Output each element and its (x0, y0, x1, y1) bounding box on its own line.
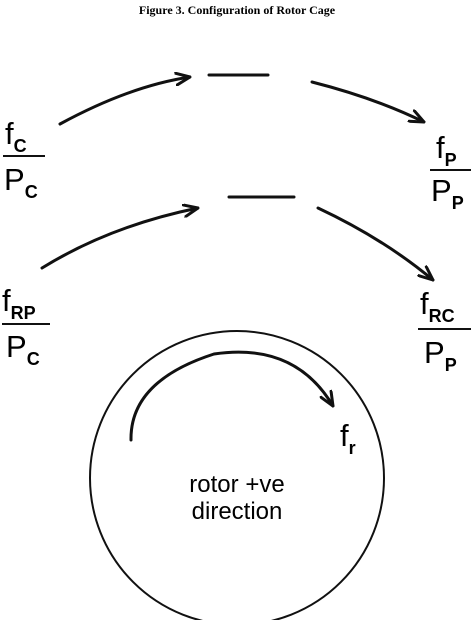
ratio-right-top-numerator-main: f (436, 130, 445, 165)
ratio-left-bottom: fRP PC (2, 283, 50, 369)
ratio-right-top-denominator-main: P (431, 173, 452, 208)
ratio-left-top: fC PC (3, 116, 45, 202)
ratio-left-bottom-numerator-main: f (2, 283, 11, 318)
figure-caption: Figure 3. Configuration of Rotor Cage (139, 3, 336, 17)
ratio-left-top-denominator-main: P (4, 162, 25, 197)
ratio-left-bottom-denominator-sub: C (27, 349, 40, 369)
ratio-right-bottom-denominator: PP (424, 335, 457, 375)
ratio-right-top-denominator: PP (431, 173, 464, 213)
upper-transfer-arrow-left (58, 77, 192, 126)
lower-transfer-arrow-left (40, 208, 200, 270)
ratio-left-top-numerator-sub: C (14, 136, 27, 156)
upper-transfer-path (58, 75, 426, 126)
ratio-right-bottom: fRC PP (418, 286, 471, 375)
ratio-left-bottom-numerator-sub: RP (11, 303, 36, 323)
ratio-right-bottom-numerator: fRC (420, 286, 455, 326)
ratio-right-bottom-denominator-main: P (424, 335, 445, 370)
ratio-right-bottom-numerator-sub: RC (429, 306, 455, 326)
ratio-right-bottom-numerator-main: f (420, 286, 429, 321)
upper-transfer-arrow-right (310, 80, 426, 124)
ratio-left-bottom-denominator: PC (6, 329, 40, 369)
lower-transfer-arrow-right (316, 206, 435, 282)
rotor-direction-arrow (129, 350, 335, 442)
ratio-right-top-numerator: fP (436, 130, 457, 170)
lower-transfer-path (40, 195, 435, 282)
rotor-circle (89, 330, 385, 620)
ratio-right-top-numerator-sub: P (445, 150, 457, 170)
rotor-text-line-1: rotor +ve (189, 471, 284, 498)
ratio-left-bottom-denominator-main: P (6, 329, 27, 364)
ratio-right-top-denominator-sub: P (452, 193, 464, 213)
ratio-left-top-denominator: PC (4, 162, 38, 202)
rotor-frequency-sub: r (349, 438, 356, 458)
ratio-left-top-numerator-main: f (5, 116, 14, 151)
ratio-left-top-numerator: fC (5, 116, 27, 156)
ratio-left-top-denominator-sub: C (25, 182, 38, 202)
ratio-right-bottom-denominator-sub: P (445, 355, 457, 375)
ratio-left-bottom-numerator: fRP (2, 283, 36, 323)
rotor-frequency-label: fr (340, 418, 356, 458)
rotor-frequency-main: f (340, 418, 349, 453)
ratio-right-top: fP PP (430, 130, 471, 213)
rotor-text-line-2: direction (192, 498, 283, 525)
